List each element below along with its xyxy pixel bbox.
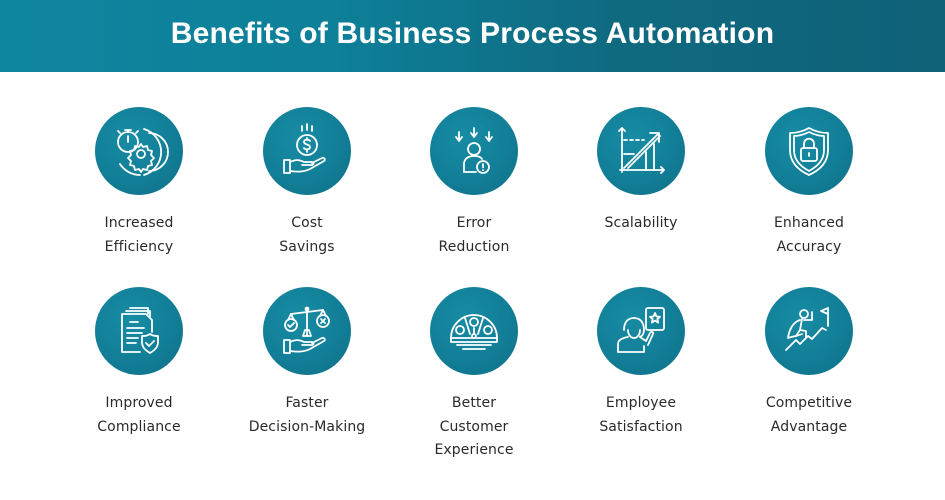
benefit-competitive-advantage: Competitive Advantage xyxy=(729,287,889,439)
benefit-scalability: Scalability xyxy=(561,107,721,236)
benefit-label: Competitive Advantage xyxy=(765,395,853,435)
scale-hand-icon xyxy=(263,287,351,375)
benefit-cost-savings: Cost Savings xyxy=(227,107,387,259)
page-header: Benefits of Business Process Automation xyxy=(0,0,945,72)
stopwatch-gear-icon xyxy=(95,107,183,195)
benefit-error-reduction: Error Reduction xyxy=(394,107,554,259)
page-title: Benefits of Business Process Automation xyxy=(170,17,775,50)
benefit-improved-compliance: Improved Compliance xyxy=(59,287,219,439)
benefit-label: Better Customer Experience xyxy=(434,395,514,458)
growth-chart-arrow-icon xyxy=(597,107,685,195)
benefit-label: Employee Satisfaction xyxy=(599,395,683,435)
benefit-increased-efficiency: Increased Efficiency xyxy=(59,107,219,259)
benefit-faster-decision-making: Faster Decision-Making xyxy=(227,287,387,439)
benefit-label: Cost Savings xyxy=(279,215,335,255)
benefit-enhanced-accuracy: Enhanced Accuracy xyxy=(729,107,889,259)
shield-lock-icon xyxy=(765,107,853,195)
coin-hand-icon xyxy=(263,107,351,195)
benefit-label: Improved Compliance xyxy=(97,395,181,435)
benefit-label: Faster Decision-Making xyxy=(248,395,366,435)
benefit-label: Enhanced Accuracy xyxy=(773,215,845,255)
benefit-label: Error Reduction xyxy=(438,215,510,255)
satisfaction-meter-icon xyxy=(430,287,518,375)
documents-shield-check-icon xyxy=(95,287,183,375)
benefit-employee-satisfaction: Employee Satisfaction xyxy=(561,287,721,439)
hero-climb-flag-icon xyxy=(765,287,853,375)
benefit-label: Increased Efficiency xyxy=(104,215,174,255)
employee-star-icon xyxy=(597,287,685,375)
user-error-arrows-icon xyxy=(430,107,518,195)
benefit-better-customer-experience: Better Customer Experience xyxy=(394,287,554,463)
benefit-label: Scalability xyxy=(604,215,678,231)
